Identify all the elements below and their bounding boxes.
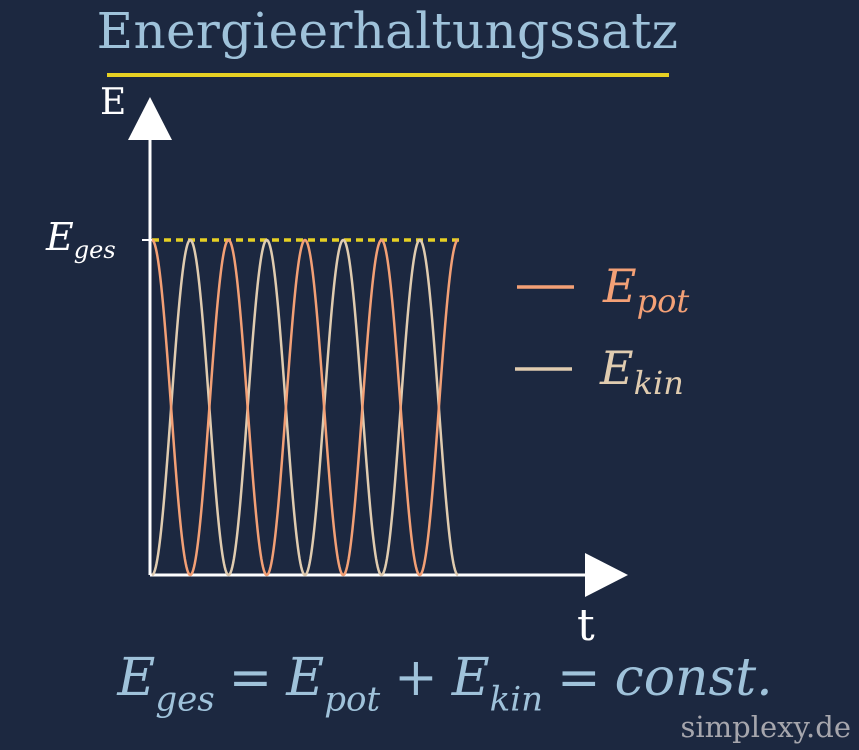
page-title: Energieerhaltungssatz xyxy=(96,2,679,60)
formula-equals-1: = xyxy=(228,648,273,708)
y-axis-label: E xyxy=(100,82,126,123)
legend-e-kin-label: Ekin xyxy=(599,341,684,402)
formula-lhs-main: E xyxy=(117,648,156,708)
legend-e-kin-main: E xyxy=(599,341,634,395)
legend-e-pot-sub: pot xyxy=(637,282,690,320)
legend-e-kin-sub: kin xyxy=(634,364,684,402)
formula-term-kin: Ekin xyxy=(451,648,543,716)
formula-equals-2: = xyxy=(557,648,601,708)
legend-e-pot-label: Epot xyxy=(602,259,689,320)
formula-term-kin-main: E xyxy=(451,648,490,708)
energy-formula: Eges=Epot+Ekin=const. xyxy=(0,648,859,716)
legend-e-pot-main: E xyxy=(602,259,637,313)
y-tick-label-eges: Eges xyxy=(45,215,116,264)
x-axis-label: t xyxy=(577,600,595,651)
formula-lhs-sub: ges xyxy=(155,679,215,720)
formula-term-pot-sub: pot xyxy=(324,679,381,720)
x-axis-arrow xyxy=(585,553,628,597)
formula-lhs: Eges xyxy=(117,648,214,716)
y-tick-label-sub: ges xyxy=(74,236,116,264)
watermark: simplexy.de xyxy=(680,710,852,744)
y-axis-arrow xyxy=(128,97,172,140)
series-e-kin-line xyxy=(151,238,459,577)
y-tick-label-main: E xyxy=(45,215,74,259)
series-e-pot-line xyxy=(151,238,459,577)
formula-term-pot-main: E xyxy=(286,648,325,708)
formula-plus: + xyxy=(394,648,438,708)
formula-term-pot: Epot xyxy=(286,648,380,716)
formula-term-kin-sub: kin xyxy=(489,679,544,720)
formula-rhs: const. xyxy=(614,648,773,708)
